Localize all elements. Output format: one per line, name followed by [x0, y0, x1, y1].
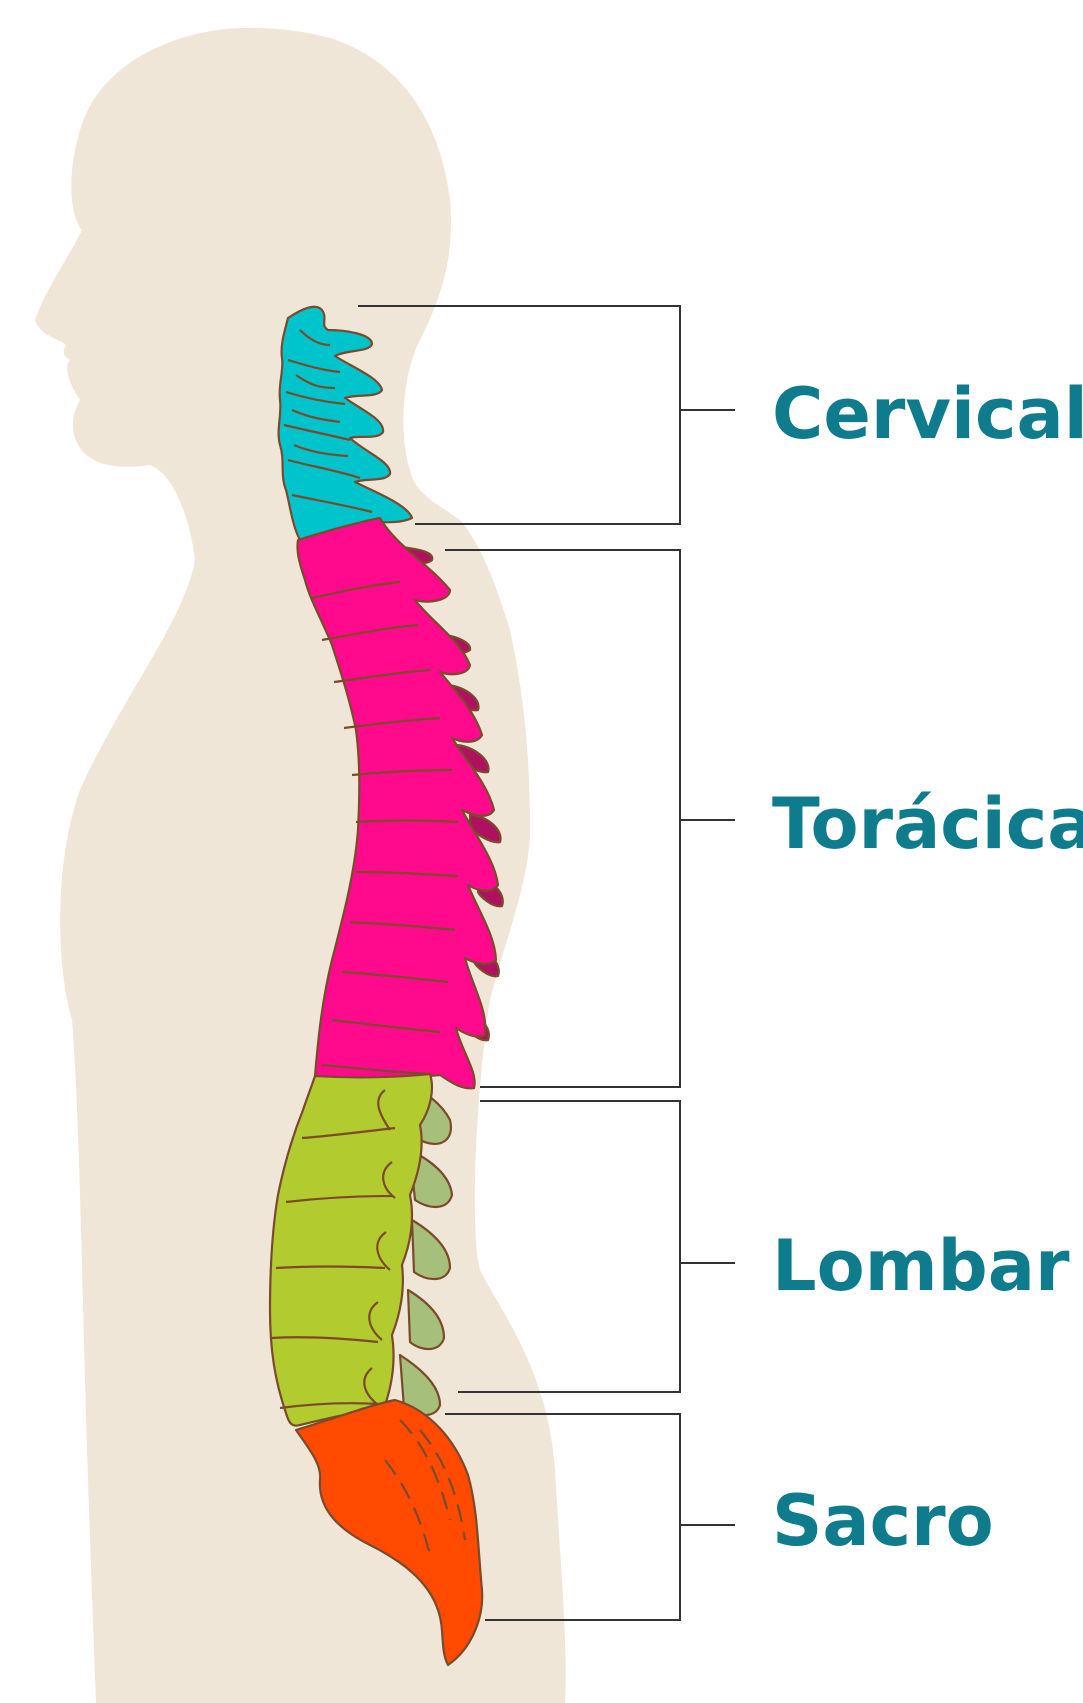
label-cervical: Cervical: [772, 373, 1083, 455]
label-thoracic: Torácica: [772, 783, 1083, 865]
label-sacrum: Sacro: [772, 1480, 994, 1562]
label-lumbar: Lombar: [772, 1225, 1070, 1307]
